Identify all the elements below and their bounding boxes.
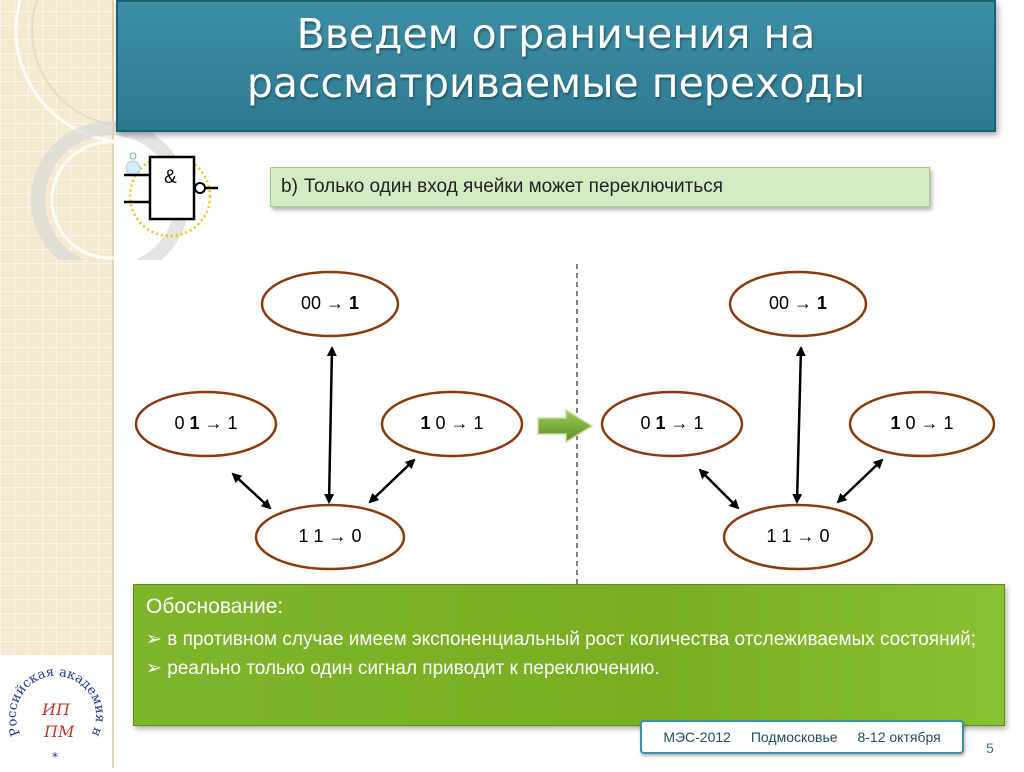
bullet-arrow-icon: ➢ (146, 658, 162, 679)
bullet-arrow-icon: ➢ (146, 629, 162, 650)
justification-box: Обоснование: ➢ в противном случае имеем … (133, 584, 1005, 726)
edge-left-bottom-right (698, 468, 740, 510)
justification-title: Обоснование: (146, 595, 284, 618)
logo-center-1: ИП (41, 700, 71, 719)
diagram-left (134, 270, 524, 571)
justification-item: ➢ в противном случае имеем экспоненциаль… (146, 629, 977, 650)
strip-border (112, 0, 114, 768)
footer-dates: 8-12 октября (857, 729, 941, 745)
node-label-right-left: 1 0 → 1 (420, 413, 484, 433)
node-right-left (380, 390, 524, 458)
logo-center-2: ПМ (43, 722, 75, 741)
node-label-left-right: 0 1 → 1 (640, 413, 704, 433)
and-gate-icon: & (114, 150, 226, 246)
edge-right-bottom-right (836, 458, 884, 504)
diagram-right (600, 270, 996, 571)
node-left-right (600, 390, 744, 458)
edge-right-bottom-left (368, 458, 416, 504)
footer-place: Подмосковье (750, 729, 838, 745)
node-label-left-left: 0 1 → 1 (174, 413, 238, 433)
logo-star: * (52, 750, 58, 764)
transition-arrow-icon (537, 408, 594, 444)
subtitle-text: Только один вход ячейки может переключит… (303, 176, 724, 197)
academy-logo: Российская академия наук ИП ПМ * (0, 644, 112, 772)
node-label-bottom-right: 1 1 → 0 (766, 526, 830, 546)
edge-top-bottom-right (792, 346, 806, 504)
node-right-right (848, 390, 996, 458)
node-label-bottom-left: 1 1 → 0 (298, 526, 362, 546)
node-bottom-left (254, 503, 406, 571)
title-line-2: рассматриваемые переходы (246, 59, 866, 107)
gate-symbol: & (164, 167, 177, 188)
subtitle-marker: b) (281, 176, 298, 197)
footer-box: МЭС-2012 Подмосковье 8-12 октября (640, 720, 964, 754)
node-label-top-right: 00 → 1 (768, 293, 828, 313)
node-top-left (260, 270, 400, 338)
justification-item: ➢ реально только один сигнал приводит к … (146, 658, 660, 679)
title-line-1: Введем ограничения на (296, 10, 816, 58)
node-label-top-left: 00 → 1 (300, 293, 360, 313)
node-top-right (728, 270, 868, 338)
node-bottom-right (722, 503, 874, 571)
page-number: 5 (986, 740, 994, 756)
edge-top-bottom-left (324, 346, 337, 504)
node-left-left (134, 390, 278, 458)
subtitle-box: b)Только один вход ячейки может переключ… (270, 167, 930, 207)
slide-title: Введем ограничения на рассматриваемые пе… (116, 0, 996, 132)
node-label-right-right: 1 0 → 1 (890, 413, 954, 433)
footer-event: МЭС-2012 (663, 729, 731, 745)
edge-left-bottom-left (231, 472, 272, 510)
